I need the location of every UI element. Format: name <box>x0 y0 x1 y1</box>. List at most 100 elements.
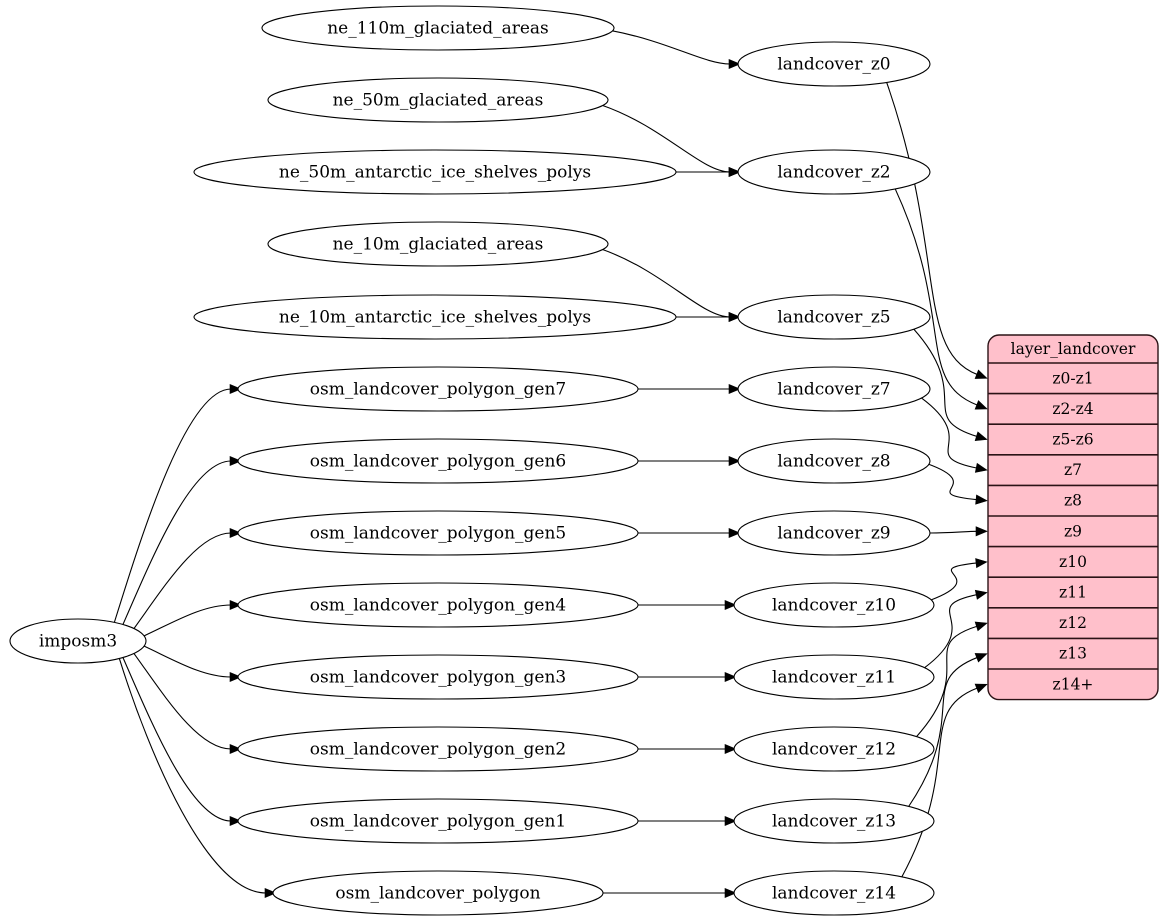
osm-osm_landcover_polygon[interactable]: osm_landcover_polygon <box>272 870 604 916</box>
node-shape <box>733 726 935 772</box>
ne-ne_10m_antarctic_ice_shelves_polys[interactable]: ne_10m_antarctic_ice_shelves_polys <box>193 294 677 340</box>
lc-landcover_z9[interactable]: landcover_z9 <box>737 510 931 556</box>
edge-landcover_z14-to-table-z14+ <box>901 687 978 878</box>
edge-ne_50m_antarctic_ice_shelves_polys-to-landcover_z2-arrowhead <box>728 166 741 178</box>
table-row-z14+[interactable]: z14+ <box>1053 675 1094 693</box>
node-label: landcover_z12 <box>772 740 896 760</box>
lc-landcover_z14[interactable]: landcover_z14 <box>733 870 935 916</box>
edge-imposm3-to-osm_landcover_polygon_gen6-arrowhead <box>229 455 242 467</box>
layer-landcover-table[interactable]: layer_landcover z0-z1 z2-z4 z5-z6 z7 z8 z9 z10 z… <box>987 334 1159 701</box>
node-label: landcover_z10 <box>772 596 896 616</box>
table-row-z8[interactable]: z8 <box>1064 492 1082 510</box>
edge-landcover_z7-to-table-z7 <box>921 397 978 469</box>
node-label: osm_landcover_polygon_gen6 <box>310 452 566 472</box>
osm-osm_landcover_polygon_gen4[interactable]: osm_landcover_polygon_gen4 <box>237 582 639 628</box>
node-shape <box>737 366 931 412</box>
node-shape <box>237 798 639 844</box>
node-label: osm_landcover_polygon_gen2 <box>310 740 566 760</box>
edge-landcover_z13-to-table-z13-arrowhead <box>974 653 988 663</box>
edge-osm_landcover_polygon_gen4-to-landcover_z10-arrowhead <box>724 599 737 611</box>
edge-landcover_z14-to-table-z14+-arrowhead <box>974 683 988 694</box>
table-header-label: layer_landcover <box>1011 340 1136 358</box>
node-label: osm_landcover_polygon_gen5 <box>310 524 566 544</box>
edge-osm_landcover_polygon_gen5-to-landcover_z9-arrowhead <box>728 527 741 539</box>
osm-osm_landcover_polygon_gen2[interactable]: osm_landcover_polygon_gen2 <box>237 726 639 772</box>
table-row-z10[interactable]: z10 <box>1059 553 1087 571</box>
edge-ne_10m_antarctic_ice_shelves_polys-to-landcover_z5-arrowhead <box>728 311 741 323</box>
edge-imposm3-to-osm_landcover_polygon_gen3-arrowhead <box>229 671 242 683</box>
node-label: landcover_z9 <box>777 524 890 544</box>
node-label: landcover_z7 <box>777 380 890 400</box>
edge-landcover_z10-to-table-z10 <box>931 562 978 601</box>
table-row-z0-z1[interactable]: z0-z1 <box>1052 369 1093 387</box>
node-shape <box>733 870 935 916</box>
node-label: ne_10m_glaciated_areas <box>333 235 544 255</box>
table-row-z13[interactable]: z13 <box>1059 645 1087 663</box>
osm-osm_landcover_polygon_gen6[interactable]: osm_landcover_polygon_gen6 <box>237 438 639 484</box>
table-row-z5-z6[interactable]: z5-z6 <box>1052 431 1093 449</box>
lc-landcover_z8[interactable]: landcover_z8 <box>737 438 931 484</box>
edge-landcover_z8-to-table-z8-arrowhead <box>975 494 988 505</box>
source-imposm3[interactable]: imposm3 <box>9 618 147 664</box>
osm-osm_landcover_polygon_gen3[interactable]: osm_landcover_polygon_gen3 <box>237 654 639 700</box>
table-row-z12[interactable]: z12 <box>1059 614 1087 632</box>
edge-osm_landcover_polygon_gen6-to-landcover_z8-arrowhead <box>728 455 741 467</box>
table-row-z11[interactable]: z11 <box>1059 584 1087 602</box>
edge-landcover_z2-to-table-z2-z4-arrowhead <box>974 400 988 410</box>
osm-osm_landcover_polygon_gen5[interactable]: osm_landcover_polygon_gen5 <box>237 510 639 556</box>
node-label: landcover_z0 <box>777 55 890 75</box>
node-shape <box>737 149 931 195</box>
node-label: landcover_z5 <box>777 308 890 328</box>
edge-imposm3-to-osm_landcover_polygon <box>118 657 267 894</box>
edge-osm_landcover_polygon_gen2-to-landcover_z12-arrowhead <box>724 743 737 755</box>
edge-imposm3-to-osm_landcover_polygon_gen1 <box>122 656 232 822</box>
lc-landcover_z5[interactable]: landcover_z5 <box>737 294 931 340</box>
edge-landcover_z7-to-table-z7-arrowhead <box>974 462 988 473</box>
lc-landcover_z2[interactable]: landcover_z2 <box>737 149 931 195</box>
edge-imposm3-to-osm_landcover_polygon_gen2-arrowhead <box>229 743 242 755</box>
table-row-z2-z4[interactable]: z2-z4 <box>1052 400 1093 418</box>
edge-imposm3-to-osm_landcover_polygon_gen7 <box>113 388 232 624</box>
nodes-layer: layer_landcover z0-z1 z2-z4 z5-z6 z7 z8 z9 z10 z… <box>9 5 1159 916</box>
node-label: ne_50m_antarctic_ice_shelves_polys <box>279 163 591 183</box>
edge-landcover_z9-to-table-z9 <box>929 530 978 534</box>
node-label: landcover_z13 <box>772 812 896 832</box>
edge-imposm3-to-osm_landcover_polygon_gen5 <box>133 532 232 630</box>
lc-landcover_z7[interactable]: landcover_z7 <box>737 366 931 412</box>
edge-osm_landcover_polygon_gen3-to-landcover_z11-arrowhead <box>724 671 737 683</box>
node-label: osm_landcover_polygon_gen4 <box>310 596 566 616</box>
node-shape <box>733 798 935 844</box>
node-shape <box>737 438 931 484</box>
node-label: osm_landcover_polygon_gen1 <box>310 812 566 832</box>
lc-landcover_z13[interactable]: landcover_z13 <box>733 798 935 844</box>
table-row-z7[interactable]: z7 <box>1064 461 1082 479</box>
edge-osm_landcover_polygon-to-landcover_z14-arrowhead <box>724 887 737 899</box>
osm-osm_landcover_polygon_gen7[interactable]: osm_landcover_polygon_gen7 <box>237 366 639 412</box>
edge-landcover_z8-to-table-z8 <box>927 463 978 501</box>
edge-landcover_z13-to-table-z13 <box>908 656 978 807</box>
ne-ne_10m_glaciated_areas[interactable]: ne_10m_glaciated_areas <box>267 221 609 267</box>
node-shape <box>267 77 609 123</box>
lc-landcover_z12[interactable]: landcover_z12 <box>733 726 935 772</box>
ne-ne_50m_glaciated_areas[interactable]: ne_50m_glaciated_areas <box>267 77 609 123</box>
ne-ne_110m_glaciated_areas[interactable]: ne_110m_glaciated_areas <box>261 5 615 51</box>
osm-osm_landcover_polygon_gen1[interactable]: osm_landcover_polygon_gen1 <box>237 798 639 844</box>
edge-landcover_z5-to-table-z5-z6-arrowhead <box>974 431 988 442</box>
node-label: osm_landcover_polygon_gen7 <box>310 380 566 400</box>
lc-landcover_z10[interactable]: landcover_z10 <box>733 582 935 628</box>
edge-landcover_z10-to-table-z10-arrowhead <box>975 558 988 569</box>
edges-layer <box>113 30 988 899</box>
edge-imposm3-to-osm_landcover_polygon_gen5-arrowhead <box>229 527 242 539</box>
lc-landcover_z11[interactable]: landcover_z11 <box>733 654 935 700</box>
node-shape <box>237 582 639 628</box>
node-label: imposm3 <box>39 632 117 652</box>
edge-imposm3-to-osm_landcover_polygon_gen1-arrowhead <box>229 815 242 827</box>
lc-landcover_z0[interactable]: landcover_z0 <box>737 41 931 87</box>
ne-ne_50m_antarctic_ice_shelves_polys[interactable]: ne_50m_antarctic_ice_shelves_polys <box>193 149 677 195</box>
table-row-z9[interactable]: z9 <box>1064 522 1082 540</box>
node-shape <box>737 41 931 87</box>
node-label: landcover_z2 <box>777 163 890 183</box>
node-shape <box>193 294 677 340</box>
node-label: landcover_z8 <box>777 452 890 472</box>
